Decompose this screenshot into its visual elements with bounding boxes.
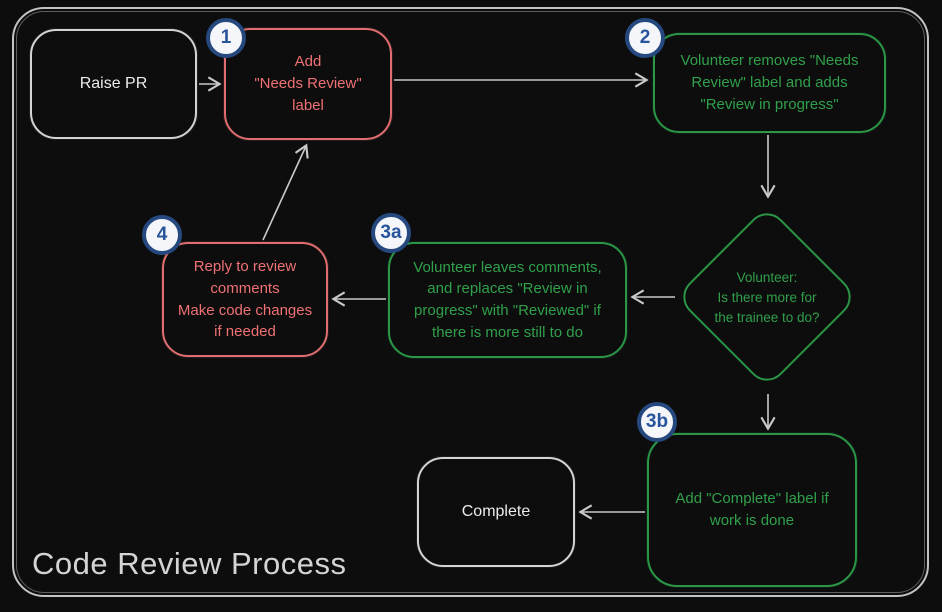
node-raise-pr: Raise PR	[30, 29, 197, 139]
node-add-complete-label: Add "Complete" label if work is done	[647, 433, 857, 587]
diagram-title: Code Review Process	[32, 546, 347, 581]
node-reply-to-review-comments: Reply to review comments Make code chang…	[162, 242, 328, 357]
node-add-needs-review-label: Add "Needs Review" label	[224, 28, 392, 140]
step-badge-2: 2	[625, 18, 665, 58]
node-volunteer-removes-needs-review: Volunteer removes "Needs Review" label a…	[653, 33, 886, 133]
step-badge-4: 4	[142, 215, 182, 255]
diagram-frame	[12, 7, 929, 597]
step-badge-1: 1	[206, 18, 246, 58]
node-complete: Complete	[417, 457, 575, 567]
step-badge-3b: 3b	[637, 402, 677, 442]
node-volunteer-leaves-comments: Volunteer leaves comments, and replaces …	[388, 242, 627, 358]
decision-diamond-label: Volunteer: Is there more for the trainee…	[714, 269, 820, 326]
step-badge-3a: 3a	[371, 213, 411, 253]
